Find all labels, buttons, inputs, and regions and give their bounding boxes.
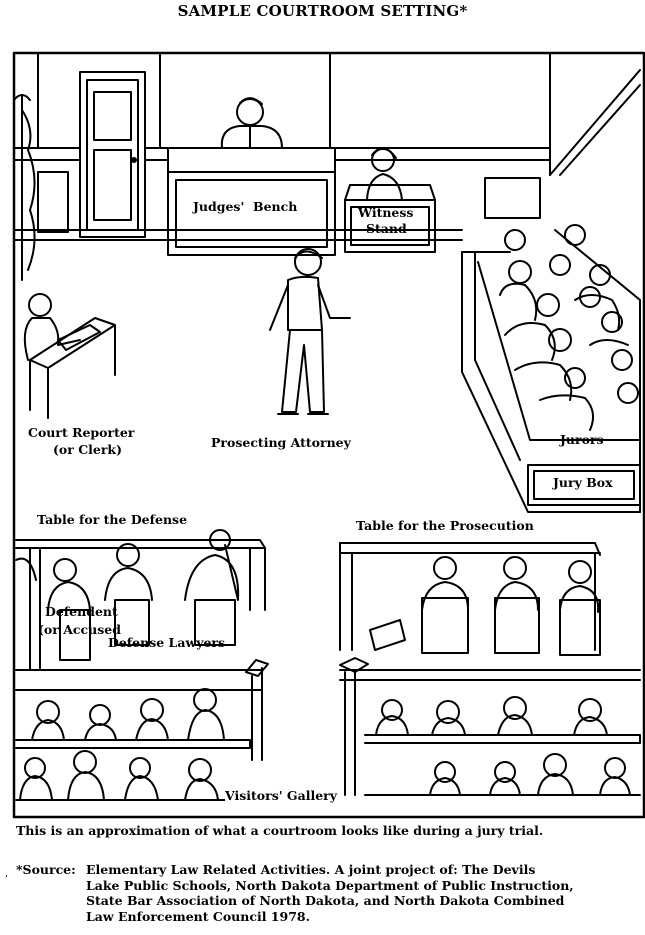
court-reporter-desk: [23, 293, 116, 419]
door: [79, 71, 146, 238]
label-court-reporter-line-2: (or Clerk): [53, 442, 123, 457]
visitors-gallery: [15, 688, 641, 801]
label-visitors-gallery: Visitors' Gallery: [225, 788, 337, 803]
source-line: State Bar Association of North Dakota, a…: [86, 893, 565, 908]
source-key: *Source:: [16, 862, 76, 877]
label-defendent-line-1: Defendent: [45, 604, 118, 619]
witness-stand: [344, 147, 436, 253]
page-title: SAMPLE COURTROOM SETTING*: [177, 2, 468, 20]
label-witness-stand-line-2: Stand: [366, 221, 407, 236]
source-line: Lake Public Schools, North Dakota Depart…: [86, 877, 574, 893]
label-prosecuting-attorney: Prosecting Attorney: [211, 435, 351, 450]
label-table-prosecution: Table for the Prosecution: [356, 518, 534, 533]
prosecuting-attorney-figure: [269, 248, 351, 415]
bar-railing: [15, 657, 641, 796]
figure-caption: This is an approximation of what a court…: [16, 823, 544, 838]
flag: [13, 94, 36, 281]
back-wall: [13, 52, 641, 241]
label-defense-lawyers: Defense Lawyers: [108, 635, 226, 650]
judges-bench: [167, 97, 336, 256]
label-court-reporter-line-1: Court Reporter: [28, 425, 135, 440]
label-jurors: Jurors: [560, 432, 604, 447]
source-text: Elementary Law Related Activities. A joi…: [86, 862, 574, 924]
label-judges-bench: Judges' Bench: [193, 199, 298, 214]
label-jury-box: Jury Box: [553, 475, 613, 490]
defense-table: [15, 529, 266, 671]
label-defendent-line-2: (or Accused: [38, 622, 121, 637]
label-witness-stand-line-1: Witness: [358, 205, 414, 220]
label-table-defense: Table for the Defense: [37, 512, 188, 527]
source-line: Elementary Law Related Activities. A joi…: [86, 862, 536, 877]
jury-box: [461, 224, 641, 513]
prosecution-table: [339, 542, 601, 656]
jurors: [499, 224, 639, 431]
source-line: Law Enforcement Council 1978.: [86, 908, 310, 924]
source-mark: ,: [5, 868, 9, 879]
